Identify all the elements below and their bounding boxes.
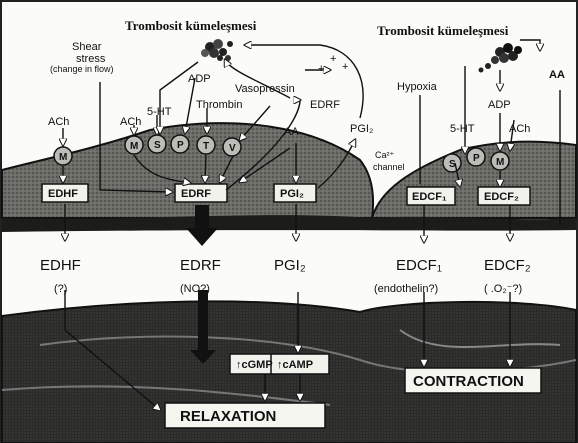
label-adp-left: ADP bbox=[188, 73, 211, 85]
label-5ht-right: 5-HT bbox=[450, 123, 475, 135]
label-adp-right: ADP bbox=[488, 99, 511, 111]
receptor-m: M bbox=[130, 141, 138, 152]
lumen-pgi2: PGI₂ bbox=[274, 257, 306, 274]
box-pgi2: PGI₂ bbox=[280, 188, 304, 200]
label-5ht-left: 5-HT bbox=[147, 106, 172, 118]
label-shear: Shear bbox=[72, 41, 102, 53]
title-platelet-right: Trombosit kümeleşmesi bbox=[377, 23, 509, 38]
label-contraction: CONTRACTION bbox=[413, 373, 524, 390]
box-cgmp: ↑cGMP bbox=[236, 359, 273, 371]
box-edhf: EDHF bbox=[48, 188, 78, 200]
lumen-edrf-note: (NO?) bbox=[180, 283, 210, 295]
receptor-t: T bbox=[203, 141, 209, 152]
receptor-m-left: M bbox=[59, 152, 67, 163]
plus-signs: + + + bbox=[318, 53, 348, 75]
plus-sign: + bbox=[330, 53, 336, 65]
lumen-edcf2: EDCF₂ bbox=[484, 257, 531, 274]
label-aa-left: AA bbox=[284, 126, 299, 138]
receptor-s: S bbox=[154, 140, 161, 151]
lumen-edcf2-note: ( .O₂⁻?) bbox=[484, 283, 522, 295]
lumen-edcf1: EDCF₁ bbox=[396, 257, 442, 274]
label-ca2plus: Ca²⁺ bbox=[375, 150, 395, 160]
endothelial-cell-left bbox=[2, 123, 373, 218]
label-edrf-top: EDRF bbox=[310, 99, 340, 111]
label-relaxation: RELAXATION bbox=[180, 408, 276, 425]
box-edrf: EDRF bbox=[181, 188, 211, 200]
label-ach-right: ACh bbox=[509, 123, 530, 135]
lumen-edhf-q: (?) bbox=[54, 283, 67, 295]
label-aa-right: AA bbox=[549, 69, 565, 81]
receptor-m-right: M bbox=[496, 157, 504, 168]
box-edcf2: EDCF₂ bbox=[484, 191, 519, 203]
platelet-aggregate-left bbox=[201, 39, 233, 61]
label-ach-mid: ACh bbox=[120, 116, 141, 128]
label-pgi2-top: PGI₂ bbox=[350, 123, 373, 135]
label-change-in-flow: (change in flow) bbox=[50, 64, 114, 74]
box-edcf1: EDCF₁ bbox=[412, 191, 447, 203]
plus-sign: + bbox=[318, 63, 324, 75]
lumen-edrf: EDRF bbox=[180, 257, 221, 274]
label-thrombin: Thrombin bbox=[196, 99, 242, 111]
receptor-p-right: P bbox=[473, 153, 480, 164]
title-platelet-left: Trombosit kümeleşmesi bbox=[125, 18, 257, 33]
receptor-v: V bbox=[229, 143, 236, 154]
label-vasopressin: Vasopressin bbox=[235, 83, 295, 95]
plus-sign: + bbox=[342, 61, 348, 73]
box-camp: ↑cAMP bbox=[277, 359, 313, 371]
label-ach-left: ACh bbox=[48, 116, 69, 128]
receptor-p: P bbox=[177, 140, 184, 151]
platelet-aggregate-right bbox=[479, 43, 523, 73]
receptor-s-right: S bbox=[449, 159, 456, 170]
label-hypoxia: Hypoxia bbox=[397, 81, 438, 93]
lumen-edcf1-note: (endothelin?) bbox=[374, 283, 438, 295]
label-channel: channel bbox=[373, 162, 405, 172]
lumen-edhf: EDHF bbox=[40, 257, 81, 274]
